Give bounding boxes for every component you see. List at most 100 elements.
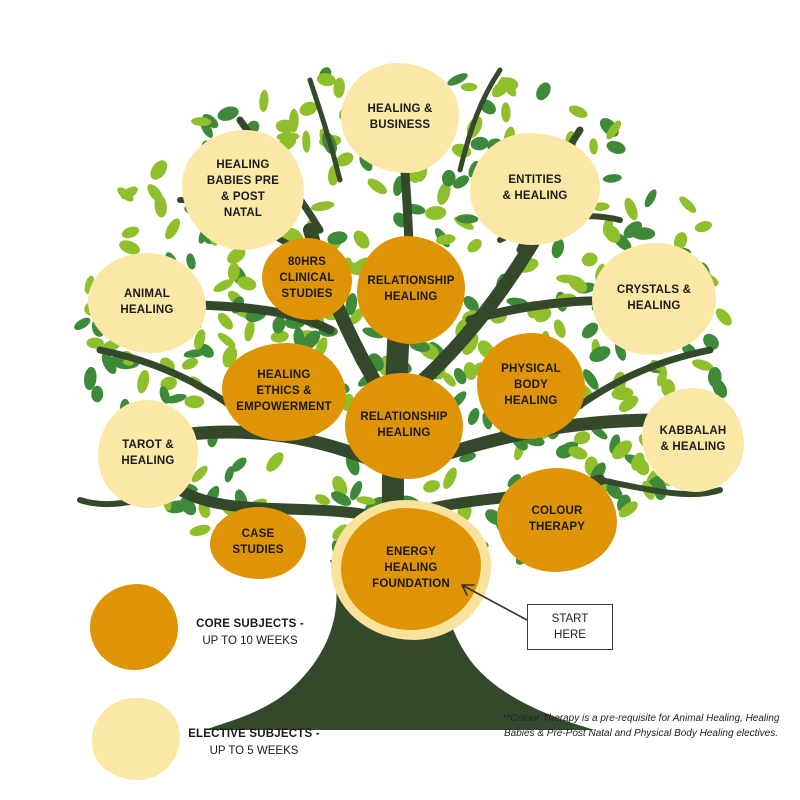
elective-label: ANIMAL HEALING xyxy=(120,288,174,316)
leaf xyxy=(150,160,168,180)
leaf xyxy=(441,169,456,187)
leaf xyxy=(606,140,626,154)
elective-label: TAROT & HEALING xyxy=(121,439,175,467)
leaf xyxy=(691,359,714,371)
start-here-box: START HERE xyxy=(527,604,613,650)
core-case-studies[interactable]: CASE STUDIES xyxy=(210,507,306,579)
elective-healing-business[interactable]: HEALING & BUSINESS xyxy=(341,63,459,173)
leaf xyxy=(679,196,697,213)
leaf xyxy=(436,234,456,245)
leaf xyxy=(159,386,170,404)
leaf xyxy=(217,332,236,348)
core-healing-ethics[interactable]: HEALING ETHICS & EMPOWERMENT xyxy=(222,343,346,441)
leaf xyxy=(536,82,551,101)
leaf xyxy=(568,446,588,460)
leaf xyxy=(119,240,141,255)
core-label: COLOUR THERAPY xyxy=(528,505,586,533)
legend-elective-duration: UP TO 5 WEEKS xyxy=(209,745,299,758)
leaf xyxy=(582,322,599,339)
leaf xyxy=(501,102,511,123)
leaf xyxy=(447,73,468,86)
leaf xyxy=(224,466,234,483)
leaf xyxy=(117,187,134,202)
leaf xyxy=(227,247,246,264)
core-colour-therapy[interactable]: COLOUR THERAPY xyxy=(497,468,617,572)
leaf xyxy=(606,483,623,500)
core-label: RELATIONSHIP HEALING xyxy=(360,411,448,439)
leaf xyxy=(272,316,286,334)
core-label: HEALING ETHICS & EMPOWERMENT xyxy=(236,369,332,413)
core-physical-body-healing[interactable]: PHYSICAL BODY HEALING xyxy=(477,333,585,439)
leaf xyxy=(191,465,208,483)
legend-core-duration: UP TO 10 WEEKS xyxy=(202,635,298,648)
leaf xyxy=(310,201,335,212)
leaf xyxy=(181,357,199,370)
elective-healing-babies[interactable]: HEALING BABIES PRE & POST NATAL xyxy=(182,130,304,250)
elective-label: CRYSTALS & HEALING xyxy=(616,284,692,312)
elective-label: HEALING BABIES PRE & POST NATAL xyxy=(206,159,280,219)
leaf xyxy=(425,206,447,220)
leaf xyxy=(553,319,566,338)
tree-trunk xyxy=(205,555,595,730)
core-label: PHYSICAL BODY HEALING xyxy=(501,363,561,407)
elective-kabbalah-healing[interactable]: KABBALAH & HEALING xyxy=(642,388,744,492)
elective-label: KABBALAH & HEALING xyxy=(659,425,727,453)
elective-entities-healing[interactable]: ENTITIES & HEALING xyxy=(470,133,600,245)
elective-tarot-healing[interactable]: TAROT & HEALING xyxy=(98,400,198,508)
leaf xyxy=(604,224,621,243)
elective-animal-healing[interactable]: ANIMAL HEALING xyxy=(88,253,206,353)
leaf xyxy=(606,120,622,140)
leaf xyxy=(237,276,257,291)
leaf xyxy=(470,136,489,151)
start-here-label: START HERE xyxy=(551,612,589,641)
leaf xyxy=(453,175,470,189)
legend-elective-swatch xyxy=(92,698,180,780)
leaf xyxy=(194,329,206,350)
leaf xyxy=(86,337,104,349)
leaf xyxy=(362,327,385,339)
leaf xyxy=(442,372,456,387)
leaf xyxy=(568,105,588,118)
core-clinical-studies[interactable]: 80HRS CLINICAL STUDIES xyxy=(262,238,352,320)
leaf xyxy=(227,262,240,282)
leaf xyxy=(327,231,348,245)
leaf xyxy=(573,431,591,445)
leaf xyxy=(266,452,284,472)
leaf xyxy=(707,367,722,388)
leaf xyxy=(165,218,181,240)
leaf xyxy=(694,221,712,233)
core-label: 80HRS CLINICAL STUDIES xyxy=(279,256,335,300)
leaf xyxy=(333,77,345,99)
leaf xyxy=(336,152,354,167)
leaf xyxy=(674,232,688,250)
leaf xyxy=(467,238,482,253)
leaf xyxy=(191,117,212,127)
leaf xyxy=(443,467,457,489)
leaf xyxy=(330,491,352,506)
leaf xyxy=(551,238,565,259)
leaf xyxy=(611,387,634,401)
leaf xyxy=(631,452,645,471)
leaf xyxy=(534,307,552,323)
leaf xyxy=(631,227,656,240)
leaf xyxy=(184,395,205,409)
leaf xyxy=(275,119,295,134)
core-label: CASE STUDIES xyxy=(232,528,284,556)
legend-core-swatch xyxy=(90,584,178,670)
core-relationship-healing-lower[interactable]: RELATIONSHIP HEALING xyxy=(345,373,463,479)
colour-therapy-footnote: **Colour Therapy is a pre-requisite for … xyxy=(502,713,780,739)
core-energy-healing-foundation[interactable]: ENERGY HEALING FOUNDATION xyxy=(341,508,481,630)
leaf xyxy=(703,333,719,350)
core-label: RELATIONSHIP HEALING xyxy=(367,275,455,303)
leaf xyxy=(217,312,233,330)
leaf xyxy=(618,395,639,412)
leaf xyxy=(467,408,480,425)
leaf xyxy=(302,130,311,153)
elective-crystals-healing[interactable]: CRYSTALS & HEALING xyxy=(592,243,716,355)
legend-elective-text: ELECTIVE SUBJECTS - UP TO 5 WEEKS xyxy=(184,726,324,761)
leaf xyxy=(137,369,150,394)
leaf xyxy=(189,524,211,536)
core-relationship-healing-upper[interactable]: RELATIONSHIP HEALING xyxy=(357,236,465,344)
leaf xyxy=(437,182,451,205)
